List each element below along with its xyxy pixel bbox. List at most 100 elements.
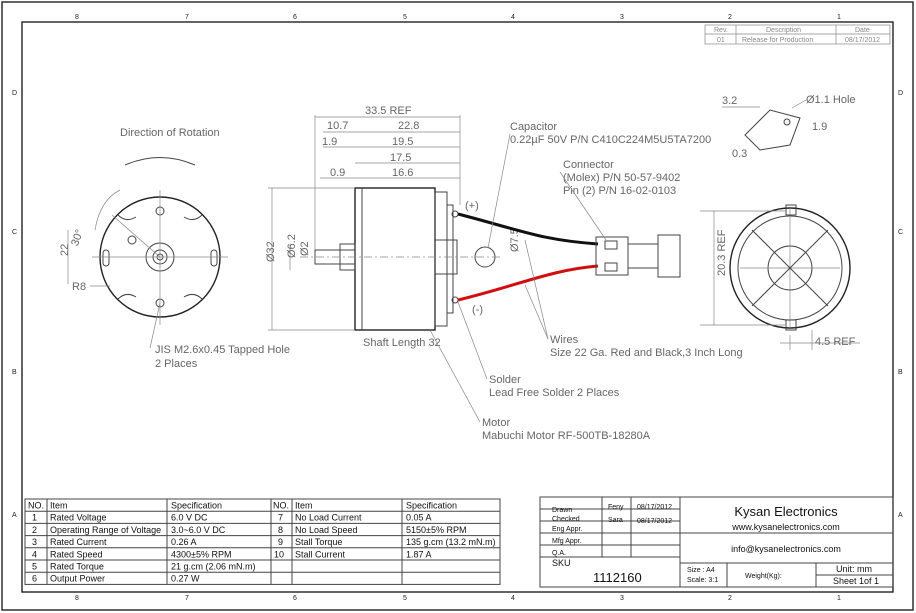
- zone-col: 1: [837, 14, 841, 21]
- dim-22: 22: [59, 244, 71, 256]
- revision-block: Rev. Description Date 01 Release for Pro…: [704, 24, 891, 45]
- zone-col: 7: [185, 595, 189, 602]
- zone-row: A: [898, 512, 903, 519]
- spec-value: 4300±5% RPM: [171, 549, 231, 559]
- terminal-detail: 3.2 Ø1.1 Hole 1.9 0.3: [722, 94, 856, 160]
- spec-value: 21 g.cm (2.06 mN.m): [171, 562, 256, 572]
- detail-d-3-2: 3.2: [722, 95, 737, 107]
- spec-header: NO.: [273, 501, 289, 511]
- spec-value: 6.0 V DC: [171, 513, 208, 523]
- spec-no: 4: [32, 549, 37, 559]
- rotation-arrow-icon: [124, 157, 196, 166]
- side-view-d-17-5: 17.5: [390, 152, 411, 164]
- side-view-d-10-7: 10.7: [327, 120, 348, 132]
- spec-no: 6: [32, 574, 37, 584]
- black-wire: [457, 212, 599, 246]
- spec-item: Rated Torque: [50, 562, 104, 572]
- negative-terminal: (-): [472, 304, 483, 316]
- title-block-drawn-date: 08/17/2012: [637, 504, 672, 511]
- spec-no: 9: [278, 537, 283, 547]
- spec-item: No Load Current: [295, 513, 362, 523]
- title-block-scale: Scale: 3:1: [687, 577, 718, 584]
- shaft-length: Shaft Length 32: [363, 337, 441, 349]
- title-block-checked-date: 08/17/2012: [637, 518, 672, 525]
- spec-no: 7: [278, 513, 283, 523]
- side-view-dia6-2: Ø6.2: [286, 234, 298, 258]
- radius-dim: R8: [72, 281, 86, 293]
- title-block-qa-label: Q.A.: [552, 550, 566, 557]
- spec-value: 1.87 A: [406, 549, 432, 559]
- title-block-drawn-by: Feny: [608, 504, 624, 511]
- spec-header: Item: [295, 501, 313, 511]
- side-view-d-19-5: 19.5: [392, 136, 413, 148]
- spec-item: Rated Speed: [50, 549, 103, 559]
- side-view-dia7-5: Ø7.5: [509, 228, 521, 252]
- zone-col: 6: [293, 14, 297, 21]
- spec-value: 0.05 A: [406, 513, 432, 523]
- callouts-connector-line2: Pin (2) P/N 16-02-0103: [563, 185, 676, 197]
- title-block-unit: Unit: mm: [836, 564, 872, 574]
- callouts-solder-desc: Lead Free Solder 2 Places: [489, 387, 620, 399]
- side-view-d-0-9: 0.9: [330, 167, 345, 179]
- right-view-d-4-5: 4.5 REF: [815, 336, 856, 348]
- zone-row: C: [898, 229, 903, 236]
- side-view-d-16-6: 16.6: [392, 167, 413, 179]
- capacitor-title: Capacitor: [510, 121, 557, 133]
- zone-col: 4: [511, 14, 515, 21]
- detail-d-0-3: 0.3: [732, 148, 747, 160]
- spec-item: Stall Current: [295, 549, 346, 559]
- spec-item: Rated Voltage: [50, 513, 107, 523]
- detail-hole: Ø1.1 Hole: [806, 94, 856, 106]
- zone-col: 8: [75, 14, 79, 21]
- zone-col: 4: [511, 595, 515, 602]
- connector: [595, 234, 681, 278]
- zone-col: 1: [837, 595, 841, 602]
- callouts-motor-desc: Mabuchi Motor RF-500TB-18280A: [482, 430, 651, 442]
- capacitor-desc: 0.22µF 50V P/N C410C224M5U5TA7200: [510, 134, 711, 146]
- spec-header: NO.: [28, 501, 44, 511]
- side-view-dia2: Ø2: [299, 241, 311, 256]
- spec-value: 135 g.cm (13.2 mN.m): [406, 537, 496, 547]
- connector-title: Connector: [563, 159, 614, 171]
- revision-row-0: 01: [717, 37, 725, 44]
- callouts-connector-line1: (Molex) P/N 50-57-9402: [563, 172, 680, 184]
- spec-no: 10: [274, 549, 284, 559]
- sku-number: 1112160: [593, 570, 642, 585]
- tapped-hole-note: JIS M2.6x0.45 Tapped Hole: [155, 344, 290, 356]
- zone-col: 5: [403, 595, 407, 602]
- title-block-checked-by: Sara: [608, 517, 623, 524]
- revision-headers-0: Rev.: [714, 27, 728, 34]
- side-view-dia32: Ø32: [265, 241, 277, 262]
- zone-col: 3: [620, 595, 624, 602]
- side-view: Ø32 Ø6.2 Ø2 Ø7.5 33.5 REF 10.7 22.8 1.9 …: [265, 105, 521, 349]
- callouts: Capacitor 0.22µF 50V P/N C410C224M5U5TA7…: [429, 121, 743, 442]
- zone-col: 2: [728, 595, 732, 602]
- zone-col: 5: [403, 14, 407, 21]
- revision-headers-1: Description: [766, 27, 801, 34]
- zone-col: 6: [293, 595, 297, 602]
- detail-d-1-9: 1.9: [812, 121, 827, 133]
- spec-header: Specification: [171, 501, 222, 511]
- spec-header: Item: [50, 501, 68, 511]
- spec-table-border: [24, 498, 501, 585]
- title-block-mfg-label: Mfg Appr.: [552, 538, 582, 545]
- zone-col: 7: [185, 14, 189, 21]
- revision-row-2: 08/17/2012: [845, 37, 880, 44]
- spec-no: 1: [32, 513, 37, 523]
- positive-terminal: (+): [465, 200, 479, 212]
- spec-item: Operating Range of Voltage: [50, 525, 161, 535]
- front-end-view: Direction of Rotation 30° 22 R8 JIS M2.6…: [59, 127, 290, 370]
- spec-item: No Load Speed: [295, 525, 358, 535]
- company-name: Kysan Electronics: [734, 504, 838, 519]
- spec-item: Output Power: [50, 574, 105, 584]
- title-block: Drawn Feny 08/17/2012 Checked Sara 08/17…: [539, 496, 894, 588]
- zone-col: 2: [728, 14, 732, 21]
- spec-value: 0.27 W: [171, 574, 200, 584]
- title-block-sku-label: SKU: [552, 558, 571, 568]
- callouts-wires-desc: Size 22 Ga. Red and Black,3 Inch Long: [550, 347, 743, 359]
- angle-dim: 30°: [69, 228, 86, 248]
- title-block-size: Size : A4: [687, 567, 715, 574]
- spec-item: Stall Torque: [295, 537, 342, 547]
